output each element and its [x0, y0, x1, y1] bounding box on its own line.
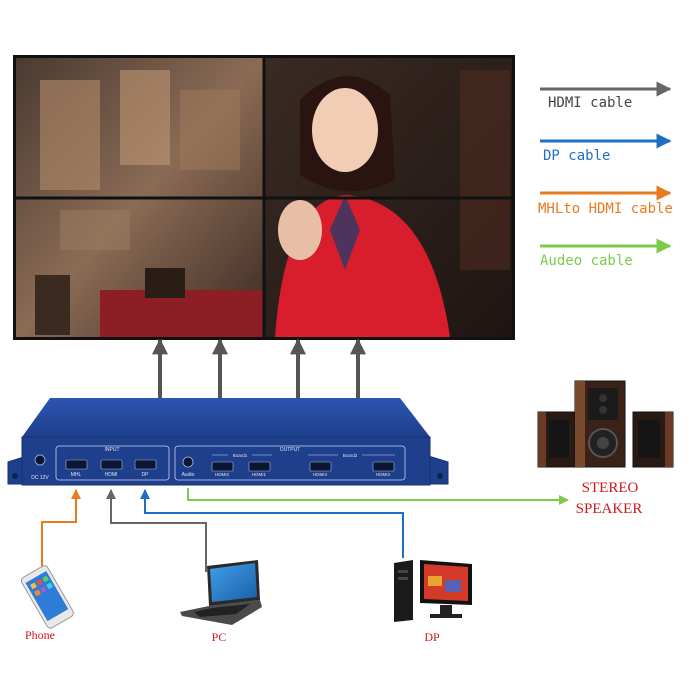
legend-dp-label: DP cable	[543, 148, 610, 164]
output-label-hdmi2: HDMI2	[215, 472, 229, 477]
pc-source: PC	[180, 560, 262, 644]
audio-port-label: Audio	[182, 472, 195, 478]
pc-label: PC	[212, 630, 227, 644]
output-label-hdmi4: HDMI4	[313, 472, 327, 477]
phone-source: Phone	[20, 565, 74, 642]
board2-label: Board2	[343, 453, 358, 458]
face	[312, 88, 378, 172]
output-port-hdmi3[interactable]	[372, 461, 395, 472]
legend-audio-label: Audeo cable	[540, 253, 633, 269]
power-jack[interactable]	[34, 454, 46, 466]
input-label-mhl: MHL	[71, 472, 82, 478]
mhl-cable	[41, 489, 81, 570]
hdmi-cable	[106, 489, 207, 572]
input-group-label: INPUT	[105, 447, 120, 453]
output-port-hdmi2[interactable]	[211, 461, 234, 472]
output-label-hdmi1: HDMI1	[252, 472, 266, 477]
output-group-box	[174, 445, 406, 481]
device-top-face	[22, 398, 430, 437]
dp-source-label: DP	[424, 630, 440, 644]
desktop-tower	[394, 560, 413, 622]
audio-cable	[187, 488, 569, 505]
video-wall	[13, 55, 515, 340]
legend: HDMI cable DP cable MHLto HDMI cable Aud…	[538, 81, 673, 269]
video-wall-controller: DC 12V INPUT MHL HDMI DP OUTPUT Audio Bo…	[7, 398, 449, 486]
phone-label: Phone	[25, 628, 55, 642]
output-port-hdmi4[interactable]	[309, 461, 332, 472]
legend-mhl-label: MHLto HDMI cable	[538, 201, 673, 217]
laptop-screen	[210, 563, 257, 602]
input-port-mhl[interactable]	[65, 459, 88, 470]
input-port-hdmi[interactable]	[100, 459, 123, 470]
board1-label: Board1	[233, 453, 248, 458]
speaker-label-line2: SPEAKER	[576, 501, 643, 517]
output-label-hdmi3: HDMI3	[376, 472, 390, 477]
input-label-dp: DP	[142, 472, 150, 478]
output-group-label: OUTPUT	[280, 447, 301, 453]
power-label: DC 12V	[31, 475, 49, 481]
audio-out-port[interactable]	[182, 456, 194, 468]
legend-hdmi-label: HDMI cable	[548, 95, 632, 111]
output-port-hdmi1[interactable]	[248, 461, 271, 472]
speaker-label-line1: STEREO	[582, 480, 639, 496]
device-front-panel	[21, 436, 431, 486]
input-group-box	[55, 445, 170, 481]
input-port-dp[interactable]	[134, 459, 157, 470]
phone-screen	[25, 570, 69, 622]
stereo-speaker: STEREO SPEAKER	[537, 380, 674, 517]
dp-cable	[140, 489, 404, 558]
input-label-hdmi: HDMI	[105, 472, 118, 478]
dp-source: DP	[394, 560, 472, 644]
output-arrows	[152, 338, 366, 398]
